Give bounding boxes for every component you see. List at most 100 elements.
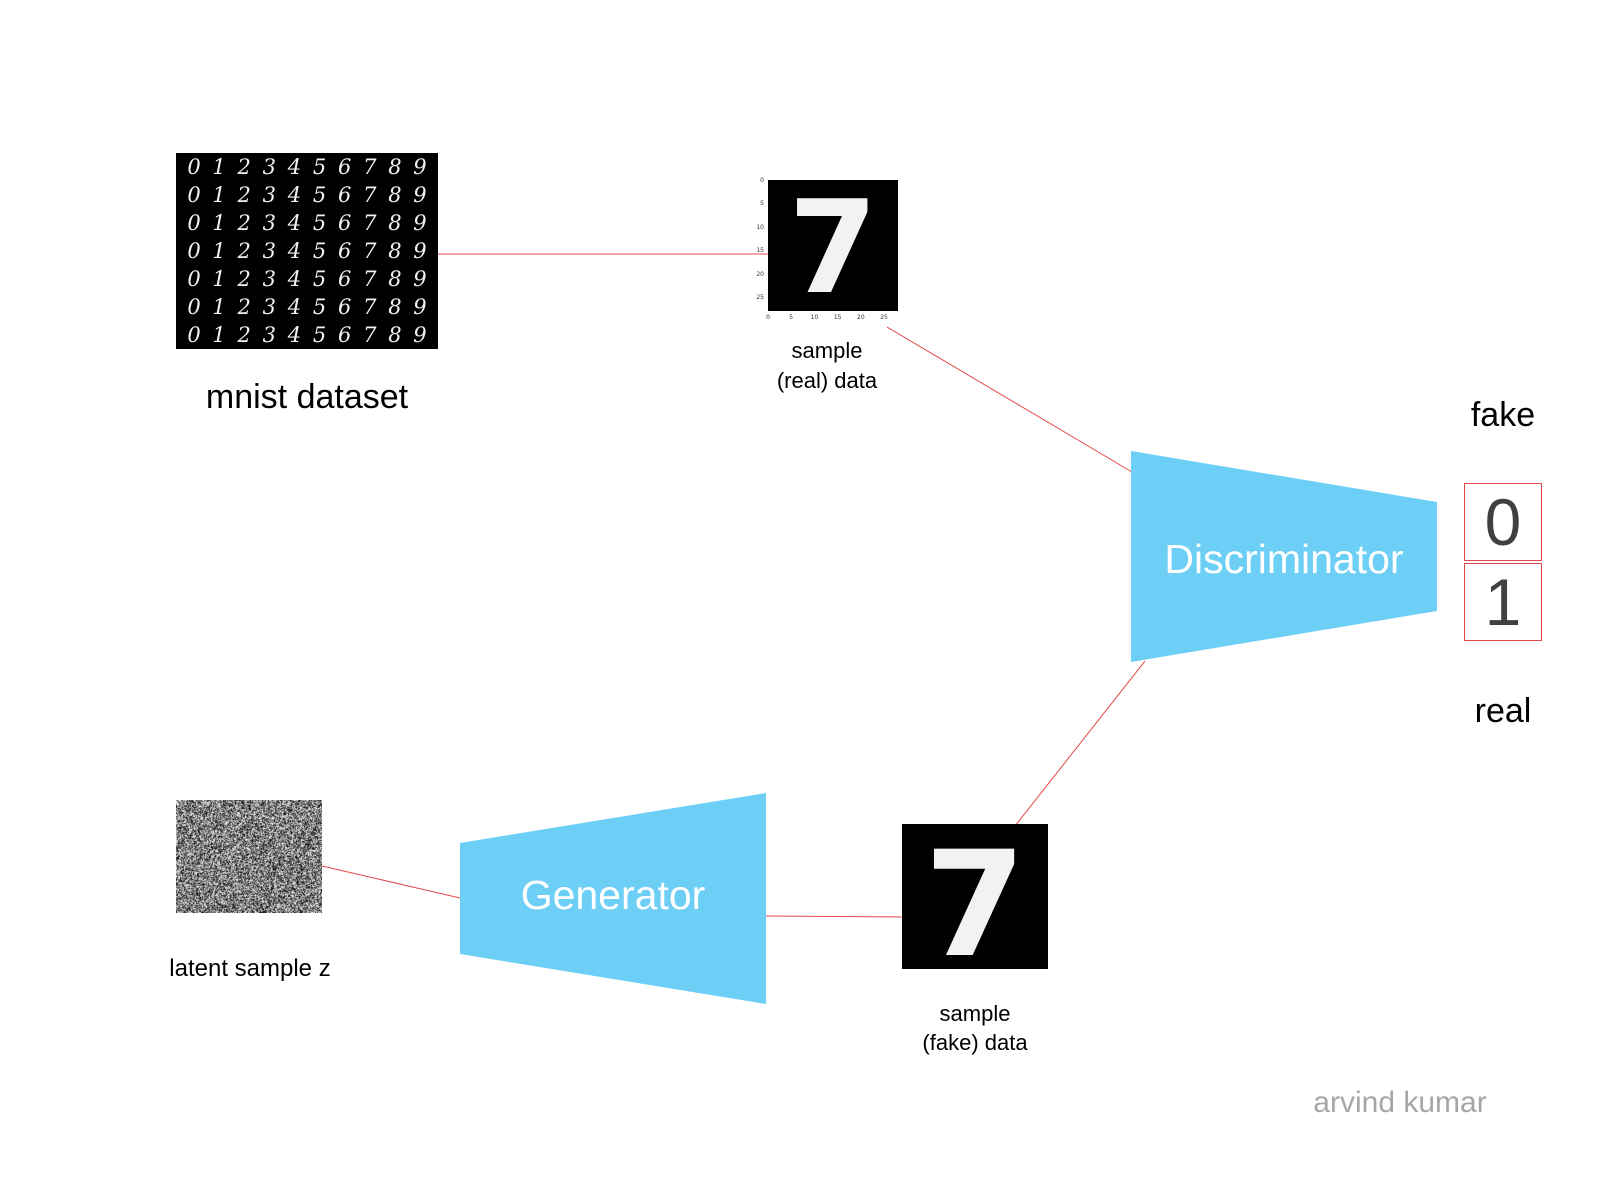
mnist-digit: 9 [413, 155, 427, 179]
mnist-digit: 3 [262, 239, 277, 263]
mnist-digit: 7 [363, 211, 377, 235]
mnist-digit: 2 [237, 155, 251, 179]
mnist-digit: 6 [337, 211, 352, 235]
author-watermark: arvind kumar [1313, 1086, 1487, 1119]
mnist-digit: 4 [287, 155, 302, 179]
mnist-digit: 3 [262, 183, 277, 207]
mnist-digit: 5 [312, 183, 327, 207]
fake-sample-image: 7 [902, 824, 1048, 969]
mnist-digit: 1 [212, 211, 226, 235]
mnist-digit: 0 [187, 323, 201, 347]
real-sample-label-line1: sample [791, 338, 863, 363]
mnist-digit: 0 [187, 267, 201, 291]
mnist-digit: 5 [312, 295, 327, 319]
mnist-digit: 1 [212, 323, 226, 347]
mnist-digit: 6 [337, 323, 352, 347]
real-sample-x-tick: 25 [880, 314, 888, 321]
real-output-label: real [1474, 692, 1532, 730]
mnist-digit: 8 [388, 295, 402, 319]
real-sample-y-tick: 20 [756, 270, 764, 278]
mnist-digit: 6 [337, 295, 352, 319]
mnist-digit: 8 [388, 239, 402, 263]
mnist-digit: 1 [212, 239, 226, 263]
mnist-digit: 8 [388, 267, 402, 291]
discriminator-label: Discriminator [1164, 536, 1404, 582]
real-sample-digit: 7 [788, 180, 878, 311]
mnist-digit: 1 [212, 183, 226, 207]
mnist-digit: 3 [262, 211, 277, 235]
mnist-digit: 7 [363, 239, 377, 263]
mnist-digit: 7 [363, 183, 377, 207]
mnist-digit: 6 [337, 155, 352, 179]
mnist-digit: 3 [262, 267, 277, 291]
mnist-digit: 8 [388, 323, 402, 347]
output-one-value: 1 [1484, 565, 1522, 639]
real-sample-y-tick: 15 [756, 247, 764, 255]
mnist-digit: 0 [187, 183, 201, 207]
mnist-digit: 4 [287, 183, 302, 207]
edge-fake-sample-to-discriminator [1014, 660, 1146, 827]
real-sample-y-tick: 25 [756, 293, 764, 301]
mnist-digit: 6 [337, 183, 352, 207]
mnist-digit: 5 [312, 239, 327, 263]
mnist-digit: 2 [237, 239, 251, 263]
mnist-digit: 1 [212, 267, 226, 291]
mnist-digit: 3 [262, 323, 277, 347]
latent-noise-image [176, 800, 322, 913]
mnist-digit: 0 [187, 295, 201, 319]
mnist-digit: 9 [413, 239, 427, 263]
mnist-digit: 9 [413, 295, 427, 319]
latent-sample-label: latent sample z [169, 955, 331, 982]
mnist-digit: 3 [262, 155, 277, 179]
mnist-digit: 8 [388, 155, 402, 179]
real-sample-x-tick: 5 [789, 314, 794, 321]
mnist-digit: 7 [363, 267, 377, 291]
mnist-digit: 4 [287, 211, 302, 235]
mnist-digit: 2 [237, 183, 251, 207]
mnist-digit: 9 [413, 267, 427, 291]
mnist-digit: 4 [287, 295, 302, 319]
mnist-digit: 0 [187, 155, 201, 179]
mnist-digit: 9 [413, 183, 427, 207]
real-sample-x-tick: 10 [810, 314, 819, 321]
mnist-digit: 9 [413, 211, 427, 235]
mnist-digit: 4 [287, 267, 302, 291]
real-sample-y-tick: 5 [760, 200, 764, 208]
mnist-digit: 9 [413, 323, 427, 347]
mnist-digit: 8 [388, 183, 402, 207]
mnist-digit: 5 [312, 323, 327, 347]
real-sample-image: 7 [768, 180, 898, 311]
output-zero-box: 0 [1464, 483, 1542, 561]
real-sample-y-tick: 0 [760, 177, 764, 184]
mnist-digit: 4 [287, 239, 302, 263]
mnist-digit: 1 [212, 295, 226, 319]
fake-sample-label-line2: (fake) data [922, 1030, 1028, 1055]
mnist-digit: 5 [312, 155, 327, 179]
generator-label: Generator [520, 872, 706, 918]
real-sample-x-tick: 20 [857, 314, 865, 321]
edge-generator-to-fake-sample [765, 915, 903, 918]
edge-latent-to-generator [321, 865, 461, 899]
output-one-box: 1 [1464, 563, 1542, 641]
mnist-digit: 6 [337, 239, 352, 263]
discriminator-shape [1131, 451, 1437, 662]
mnist-digit: 2 [237, 323, 251, 347]
generator-shape [460, 793, 766, 1004]
real-sample-y-tick: 10 [756, 223, 764, 231]
real-sample-x-tick: 0 [766, 314, 770, 321]
fake-output-label: fake [1470, 396, 1536, 434]
mnist-digit: 1 [212, 155, 226, 179]
mnist-digit: 5 [312, 267, 327, 291]
real-sample-plot: 7 0 5 10 15 20 25 0 5 10 15 20 25 [742, 170, 902, 325]
mnist-dataset-label: mnist dataset [205, 378, 409, 416]
mnist-digit: 4 [287, 323, 302, 347]
real-sample-x-tick: 15 [833, 314, 842, 321]
